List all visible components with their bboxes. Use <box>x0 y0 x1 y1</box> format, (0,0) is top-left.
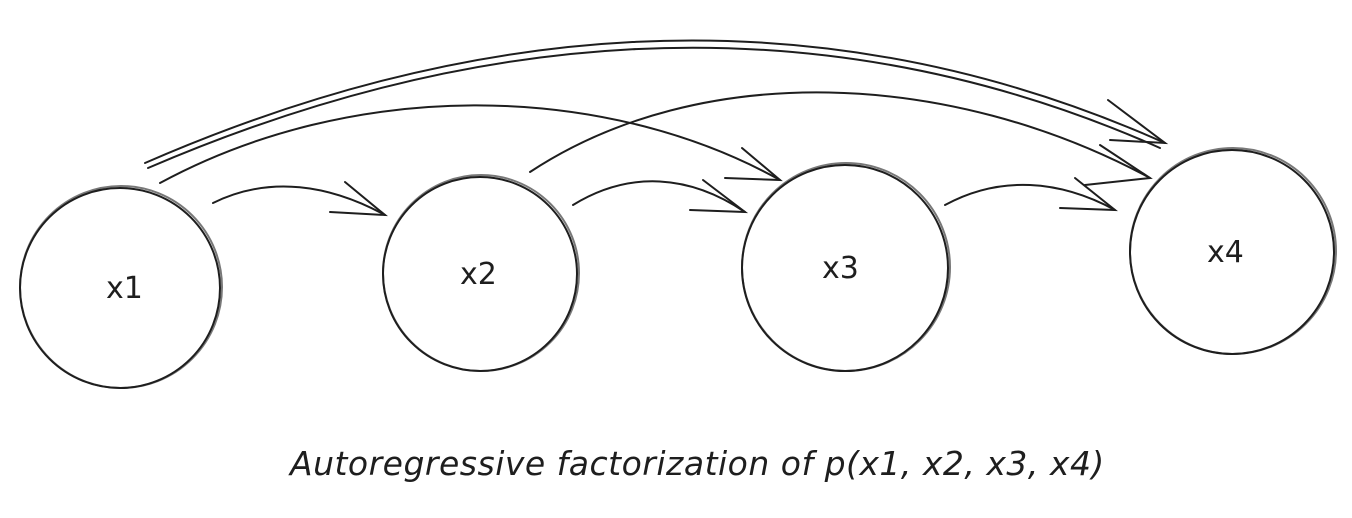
edge-x1-x2 <box>212 181 388 217</box>
edge-x1-x4 <box>144 39 1169 169</box>
edge-x2-x4 <box>529 91 1153 186</box>
node-x1: x1 <box>19 185 223 389</box>
svg-text:x4: x4 <box>1207 235 1244 270</box>
node-x2: x2 <box>382 174 580 372</box>
node-x4: x4 <box>1129 147 1337 355</box>
svg-text:x3: x3 <box>822 251 859 286</box>
node-x3: x3 <box>741 162 951 372</box>
edge-x1-x3 <box>159 104 783 184</box>
edge-x3-x4 <box>944 177 1118 212</box>
svg-text:x1: x1 <box>106 271 143 306</box>
edge-x2-x3 <box>572 179 749 214</box>
diagram-caption: Autoregressive factorization of p(x1, x2… <box>290 444 1105 483</box>
svg-text:x2: x2 <box>460 257 497 292</box>
